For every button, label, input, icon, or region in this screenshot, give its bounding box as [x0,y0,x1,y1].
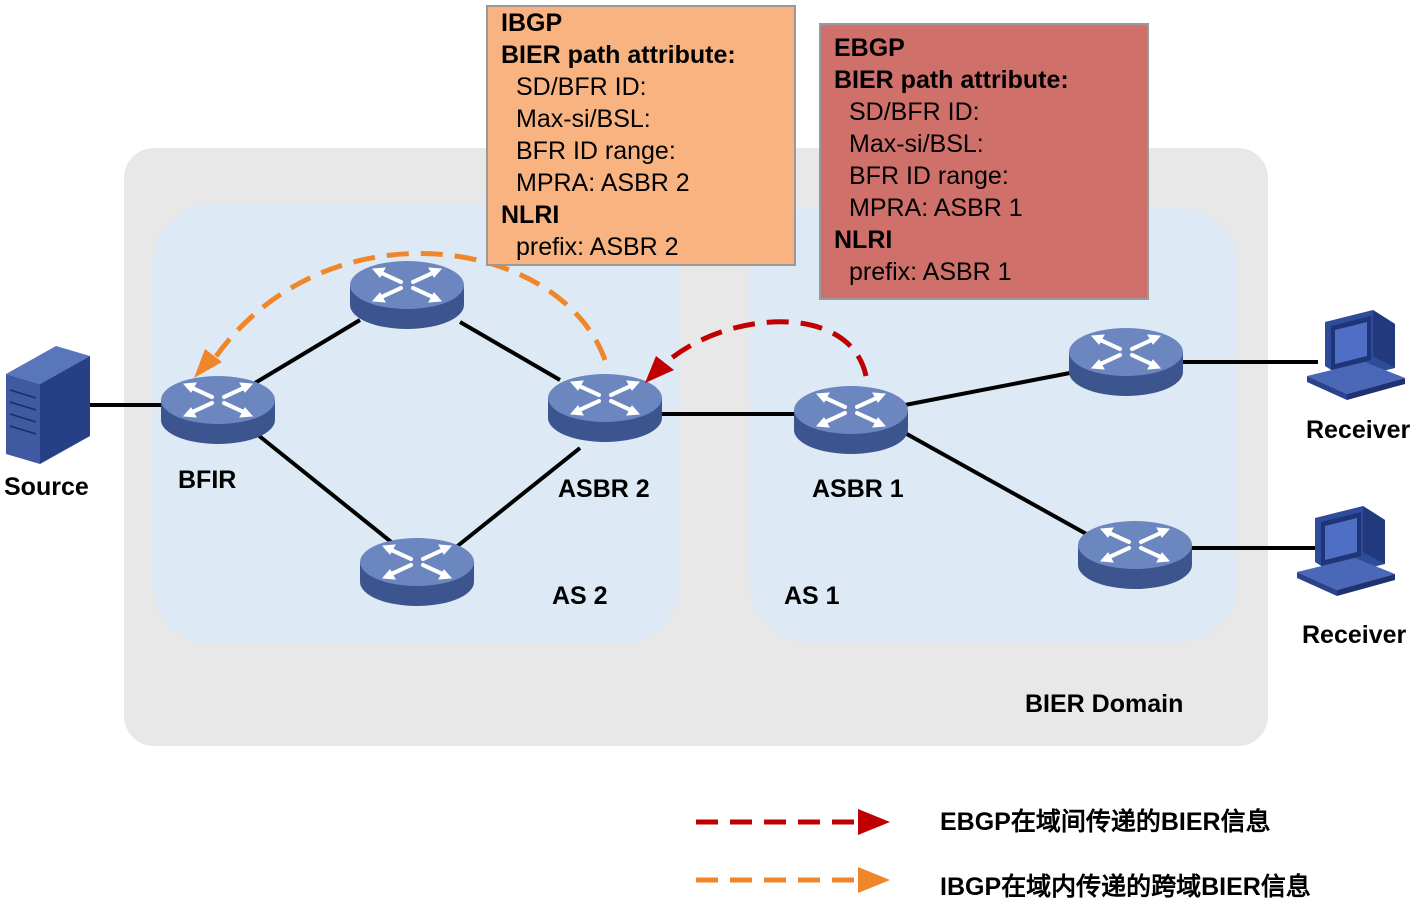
legend-ebgp-arrowhead [858,809,890,835]
ebgp-mpra: MPRA: ASBR 1 [849,194,1023,222]
ibgp-info-box [486,5,796,266]
router-right-top-icon [1067,326,1185,398]
receiver-bottom-label: Receiver [1302,621,1407,649]
ebgp-arrow [658,319,869,377]
ibgp-mpra: MPRA: ASBR 2 [516,169,690,197]
ibgp-attr-heading: BIER path attribute: [501,41,736,69]
as2-area [152,204,680,644]
legend-ebgp-label: EBGP在域间传递的BIER信息 [940,808,1271,836]
ebgp-arrowhead [645,356,674,383]
source-server-icon [6,346,90,464]
as2-label: AS 2 [552,582,608,610]
legend-ibgp-label: IBGP在域内传递的跨域BIER信息 [940,873,1311,901]
router-asbr1-icon [792,384,910,456]
ibgp-bfr-range: BFR ID range: [516,137,676,165]
ebgp-title: EBGP [834,34,905,62]
asbr1-label: ASBR 1 [812,475,904,503]
ebgp-info-box [819,23,1149,300]
ebgp-attr-heading: BIER path attribute: [834,66,1069,94]
ibgp-nlri: NLRI [501,201,560,229]
router-bottom-icon [358,536,476,608]
receiver-top-label: Receiver [1306,416,1411,444]
ebgp-bfr-range: BFR ID range: [849,162,1009,190]
source-label: Source [4,473,89,501]
ibgp-max-si: Max-si/BSL: [516,105,651,133]
receiver-bottom-pc-icon [1297,506,1395,596]
router-bfir-icon [159,374,277,446]
asbr2-label: ASBR 2 [558,475,650,503]
router-top-icon [348,259,466,331]
router-right-bottom-icon [1076,519,1194,591]
ebgp-box-text: EBGP BIER path attribute: SD/BFR ID: Max… [834,32,1069,288]
ibgp-arrowhead [194,349,222,378]
ibgp-title: IBGP [501,9,563,37]
bier-domain-label: BIER Domain [1025,690,1183,718]
ibgp-prefix: prefix: ASBR 2 [516,233,679,261]
links [90,318,1318,550]
ebgp-prefix: prefix: ASBR 1 [849,258,1012,286]
as1-label: AS 1 [784,582,840,610]
ebgp-sd-bfr: SD/BFR ID: [849,98,980,126]
bfir-label: BFIR [178,466,236,494]
ebgp-max-si: Max-si/BSL: [849,130,984,158]
ibgp-box-text: IBGP BIER path attribute: SD/BFR ID: Max… [501,7,736,263]
router-asbr2-icon [546,372,664,444]
legend-ibgp-arrowhead [858,867,890,893]
receiver-top-pc-icon [1307,310,1405,400]
ibgp-sd-bfr: SD/BFR ID: [516,73,647,101]
ebgp-nlri: NLRI [834,226,893,254]
ibgp-arrow [207,251,608,367]
